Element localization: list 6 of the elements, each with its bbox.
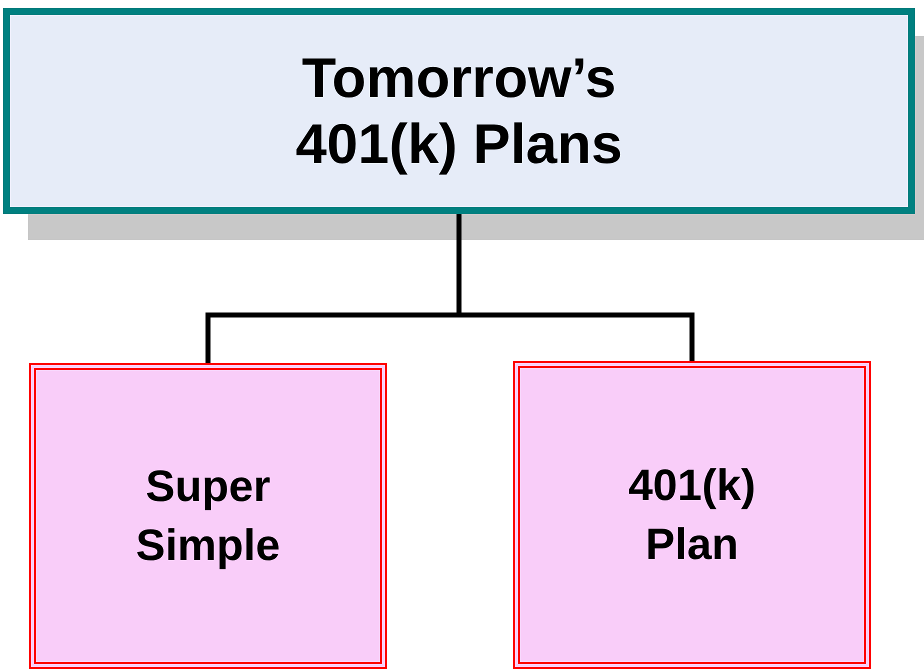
box-label: Super Simple — [134, 460, 282, 572]
title-box — [3, 8, 915, 214]
title-text: Tomorrow’s 401(k) Plans — [294, 44, 624, 177]
box-label: 401(k) Plan — [627, 460, 757, 571]
plan-box — [29, 363, 387, 669]
plan-box — [513, 361, 871, 669]
